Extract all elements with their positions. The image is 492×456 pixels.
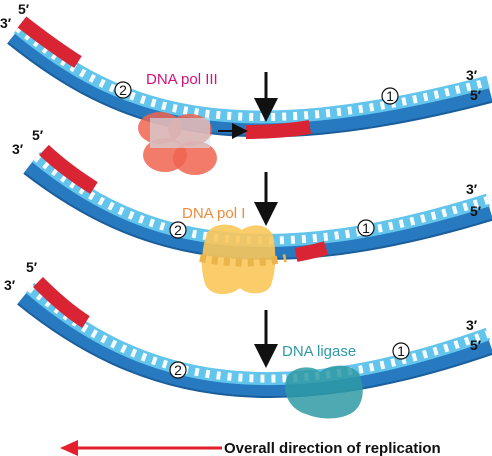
panel-2-five-prime-top: 5′ (32, 127, 44, 143)
panel-3-fragment-2: 2 (169, 361, 187, 379)
dna-ligase-enzyme (285, 365, 363, 419)
panel-2-three-prime-left: 3′ (12, 141, 24, 157)
overall-direction: Overall direction of replication (60, 440, 441, 456)
panel-3-template-strand (17, 287, 492, 399)
panel-3-rna-primer-left (33, 277, 90, 328)
panel-2-fragment-2: 2 (169, 221, 187, 239)
panel-2-enzyme-label: DNA pol I (182, 205, 245, 222)
panel-3-fragment-1: 1 (392, 342, 410, 360)
overall-direction-arrowhead (60, 440, 78, 456)
svg-text:2: 2 (174, 222, 182, 238)
dna-pol-iii-enzyme (138, 112, 217, 175)
panel-2: 5′ 3′ 3′ 5′ DNA pol I 2 1 (12, 127, 492, 295)
panel-1-five-prime-top: 5′ (18, 1, 30, 17)
panel-2-three-prime-right: 3′ (466, 181, 478, 197)
svg-text:2: 2 (174, 362, 182, 378)
panel-1-enzyme-label: DNA pol III (146, 71, 218, 88)
svg-text:1: 1 (386, 88, 394, 104)
panel-1-three-prime-left: 3′ (0, 15, 12, 31)
panel-3-five-prime-right: 5′ (470, 337, 482, 353)
panel-3-five-prime-top: 5′ (26, 259, 38, 275)
panel-2-five-prime-right: 5′ (470, 203, 482, 219)
panel-1-rna-primer-right (245, 120, 312, 139)
panel-3-enzyme-label: DNA ligase (282, 343, 356, 360)
svg-text:1: 1 (362, 220, 370, 236)
panel-3-three-prime-left: 3′ (4, 277, 16, 293)
panel-1-five-prime-right: 5′ (470, 87, 482, 103)
svg-text:2: 2 (119, 82, 127, 98)
panel-2-fragment-1: 1 (357, 219, 375, 237)
panel-1-three-prime-right: 3′ (466, 67, 478, 83)
overall-direction-caption: Overall direction of replication (224, 440, 441, 456)
panel-3-three-prime-right: 3′ (466, 317, 478, 333)
panel-1-fragment-1: 1 (381, 87, 399, 105)
panel-1: 5′ 3′ 3′ 5′ DNA pol III 2 1 (0, 1, 492, 175)
panel-2-rna-primer-left (39, 144, 98, 194)
panel-2-rna-primer-right (294, 241, 329, 262)
panel-1-fragment-2: 2 (114, 81, 132, 99)
panel-1-new-strand (13, 22, 490, 124)
svg-text:1: 1 (397, 343, 405, 359)
panel-1-rna-primer-left (17, 16, 82, 68)
panel-3: 5′ 3′ 3′ 5′ DNA ligase 2 1 (4, 259, 492, 419)
